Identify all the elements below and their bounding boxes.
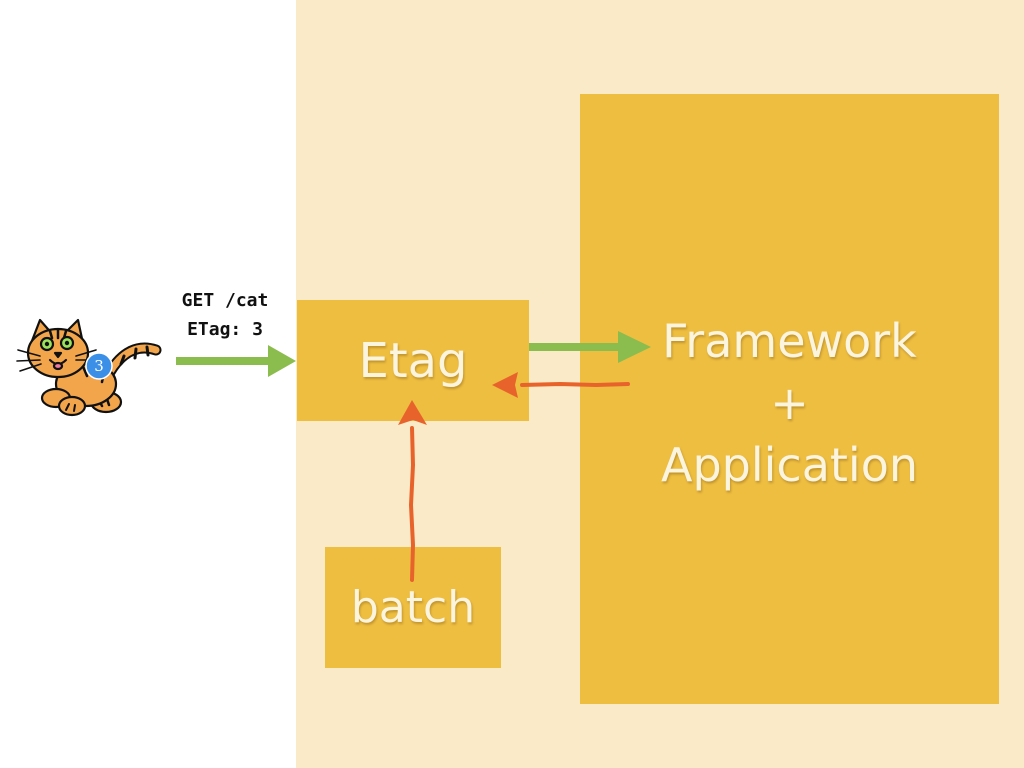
etag-to-framework-arrow (529, 331, 651, 363)
badge-number: 3 (94, 357, 104, 375)
etag-box: Etag (297, 300, 529, 421)
framework-application-label: Framework + Application (580, 310, 999, 496)
request-method-path: GET /cat (181, 290, 269, 311)
etag-label: Etag (358, 332, 468, 389)
framework-label: Framework (662, 314, 917, 368)
application-label: Application (660, 438, 919, 492)
plus-label: + (770, 376, 809, 430)
request-etag-header: ETag: 3 (187, 319, 263, 340)
etag-counter-badge: 3 (85, 352, 113, 380)
batch-to-etag-arrow (398, 400, 427, 582)
client-to-etag-arrow (176, 345, 296, 377)
request-label: GET /cat ETag: 3 (160, 286, 290, 344)
framework-to-etag-arrow (492, 372, 630, 398)
batch-box: batch (325, 547, 501, 668)
batch-label: batch (350, 582, 476, 633)
framework-application-box: Framework + Application (580, 94, 999, 704)
